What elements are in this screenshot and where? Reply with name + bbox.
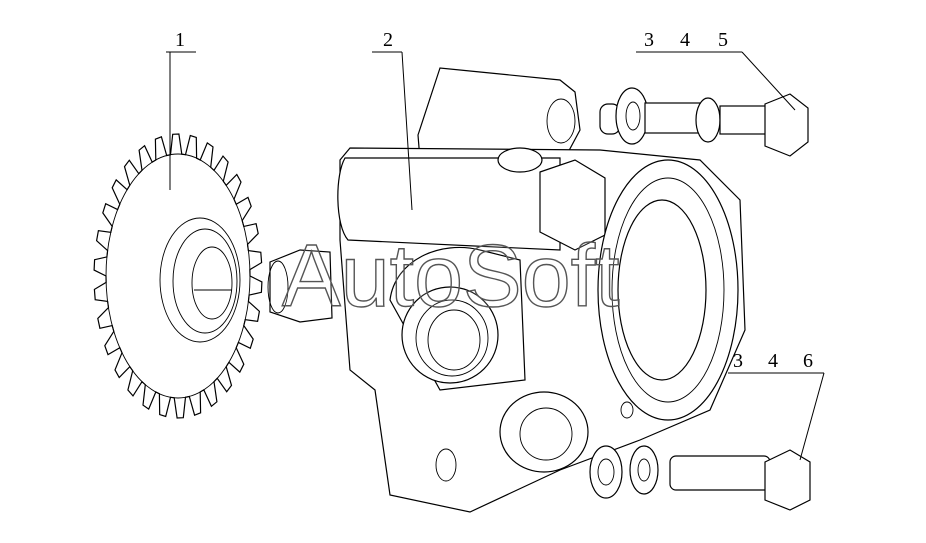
outlet-bore bbox=[617, 199, 707, 381]
callout-3-bottom: 3 bbox=[733, 350, 743, 372]
lower-washer-3 bbox=[589, 445, 623, 499]
watermark-text: AutoSoft bbox=[282, 226, 620, 325]
top-mount-hole bbox=[546, 98, 576, 144]
lower-port-outer bbox=[499, 391, 589, 473]
upper-washer-4 bbox=[695, 97, 721, 143]
bottom-mount-hole bbox=[435, 448, 457, 482]
threaded-port-inner bbox=[415, 299, 489, 377]
callout-4-top: 4 bbox=[680, 29, 690, 51]
lower-washer-4 bbox=[629, 445, 659, 495]
top-plug bbox=[497, 147, 543, 173]
callout-4-bottom: 4 bbox=[768, 350, 778, 372]
lower-bolt-assembly bbox=[589, 445, 811, 511]
gear-bore bbox=[191, 246, 233, 320]
callout-2: 2 bbox=[383, 29, 393, 51]
upper-bolt-shank-b bbox=[719, 105, 769, 135]
callout-labels: 1 2 3 4 5 3 4 6 bbox=[175, 29, 813, 372]
lower-bolt-shank bbox=[669, 455, 771, 491]
callout-5: 5 bbox=[718, 29, 728, 51]
lower-bolt-head-6 bbox=[764, 449, 811, 511]
upper-bolt-head-5 bbox=[764, 93, 809, 157]
upper-boss bbox=[337, 157, 561, 251]
lower-port-inner bbox=[519, 407, 573, 461]
small-hole bbox=[620, 401, 634, 419]
callout-3-top: 3 bbox=[644, 29, 654, 51]
upper-bolt-assembly bbox=[599, 87, 809, 157]
leader-lines bbox=[166, 51, 825, 461]
gear-part-1 bbox=[93, 133, 263, 419]
callout-6: 6 bbox=[803, 350, 813, 372]
top-flange bbox=[417, 67, 581, 161]
upper-washer-3 bbox=[615, 87, 649, 145]
callout-1: 1 bbox=[175, 29, 185, 51]
gear-rim bbox=[105, 153, 251, 399]
pump-housing-part-2 bbox=[267, 67, 746, 513]
gear-hub-inner bbox=[172, 228, 238, 334]
gear-hub-outer bbox=[159, 217, 241, 343]
upper-bolt-shank-a bbox=[644, 102, 706, 134]
outlet-ring-mid bbox=[611, 177, 725, 403]
